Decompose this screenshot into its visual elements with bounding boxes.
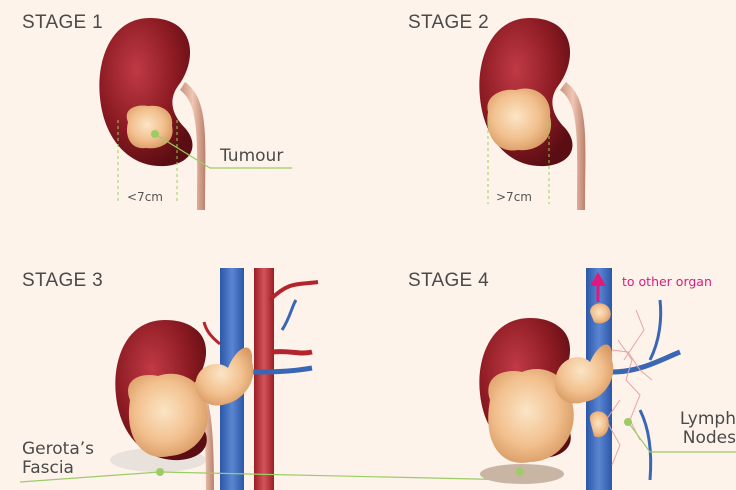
tumour-label: Tumour: [220, 146, 283, 166]
gerotas-fascia-label: Gerota’s Fascia: [22, 440, 94, 478]
stage-2-size-label: >7cm: [496, 190, 532, 204]
tumour: [487, 88, 551, 150]
stage-3-label: STAGE 3: [22, 270, 103, 292]
artery-branch: [270, 282, 318, 300]
stage-4-label: STAGE 4: [408, 270, 489, 292]
artery-branch: [204, 322, 220, 344]
vein-branch: [612, 352, 680, 372]
stage-1-size-label: <7cm: [127, 190, 163, 204]
aorta: [254, 268, 274, 490]
stage-2-label: STAGE 2: [408, 12, 489, 34]
lymph-nodes-label: Lymph Nodes: [668, 410, 736, 448]
vein-branch: [650, 300, 661, 360]
lymph-network: [606, 310, 652, 465]
stage-1-illustration: [99, 18, 292, 210]
stage-3-illustration: [20, 268, 520, 490]
stage-4-illustration: [479, 268, 736, 490]
stage-2-illustration: [479, 18, 585, 210]
stage-1-label: STAGE 1: [22, 12, 103, 34]
tumour: [127, 106, 173, 149]
spread-note: to other organ: [622, 274, 712, 289]
vein-branch: [282, 300, 296, 330]
artery-branch: [272, 352, 312, 353]
fascia-leader-line-long: [160, 472, 520, 480]
fascia-marker: [516, 468, 524, 476]
